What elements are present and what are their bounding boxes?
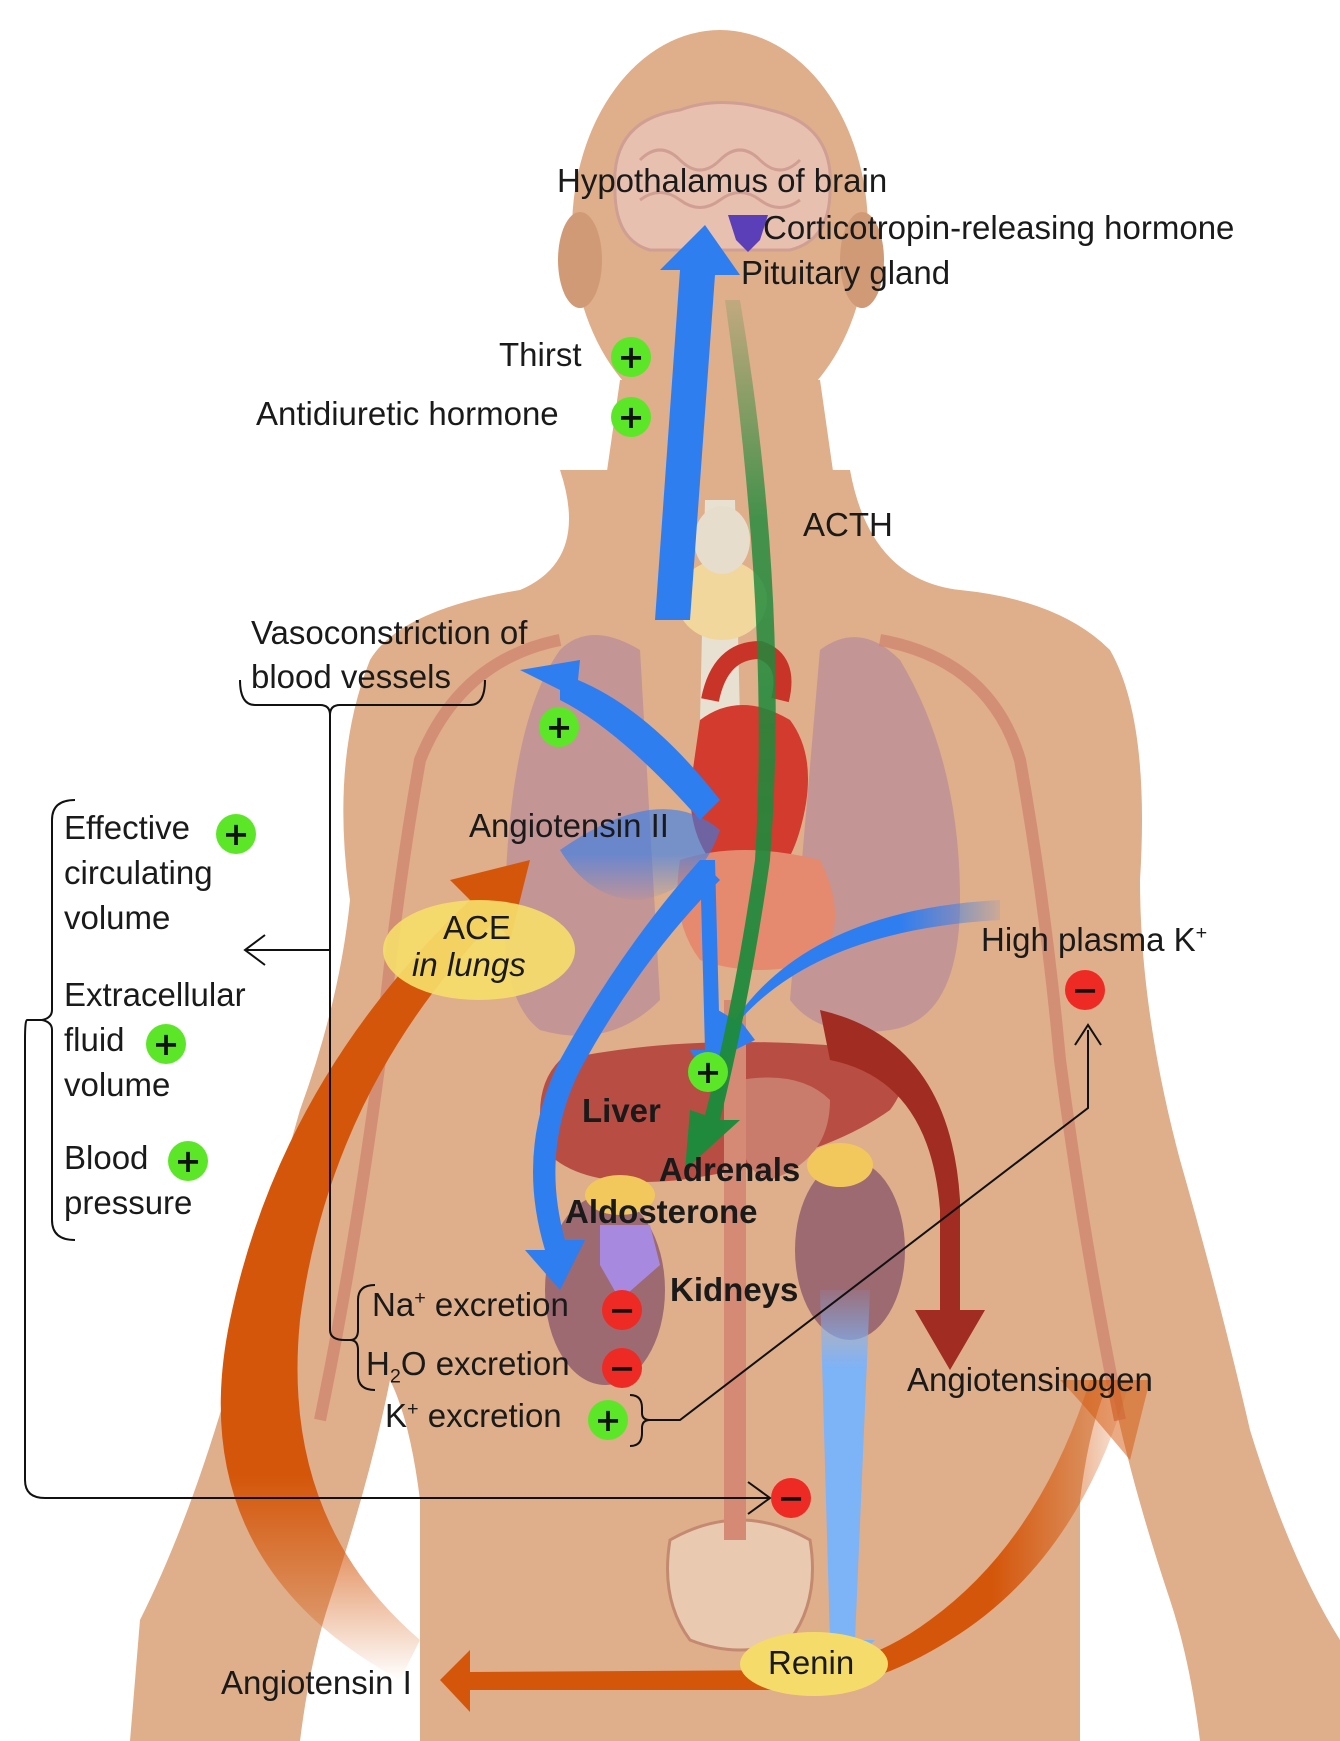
liver-label: Liver: [582, 1092, 661, 1129]
effective-plus-badge: +: [216, 814, 256, 854]
heart: [690, 705, 808, 885]
crh-label: Corticotropin-releasing hormone: [763, 209, 1235, 246]
effective-label-2: circulating: [64, 854, 213, 891]
angiotensin1-label: Angiotensin I: [221, 1664, 412, 1701]
ace-ellipse: [383, 900, 575, 1000]
ear-left: [558, 212, 602, 308]
brain: [613, 101, 832, 252]
h2o-sub: 2: [389, 1365, 401, 1388]
arrow-angiotensin2-to-kidneys: [525, 860, 720, 1290]
arrow-angiotensin2-to-adrenals: [690, 860, 735, 1085]
ecf-label-1: Extracellular: [64, 976, 246, 1013]
ecf-label-2: fluid: [64, 1021, 125, 1058]
aldosterone-marker: [600, 1225, 660, 1300]
arrow-kidneys-to-renin: [810, 1290, 875, 1680]
larynx: [694, 506, 750, 574]
renin-label: Renin: [768, 1644, 855, 1681]
adrenal-plus-badge: +: [688, 1052, 728, 1092]
ecf-plus-badge: +: [146, 1024, 186, 1064]
h2o-excretion-label: H2O excretion: [366, 1345, 570, 1386]
angiotensinogen-label: Angiotensinogen: [907, 1361, 1153, 1398]
bp-label-2: pressure: [64, 1184, 193, 1221]
arrow-acth: [685, 300, 776, 1170]
adh-plus-badge: +: [611, 397, 651, 437]
na-sup: +: [414, 1287, 426, 1309]
hypothalamus-label: Hypothalamus of brain: [557, 162, 888, 199]
high-k-minus-badge: −: [1065, 970, 1105, 1010]
vaso-label-2: blood vessels: [251, 658, 451, 695]
h2o-text: H: [366, 1345, 390, 1382]
acth-label: ACTH: [803, 506, 893, 543]
na-text: Na: [372, 1286, 415, 1323]
angiotensin2-label: Angiotensin II: [469, 807, 669, 844]
arrow-renin-to-angiotensin1: [440, 1380, 1130, 1712]
arrow-vasoconstriction: [520, 660, 720, 820]
high-k-sup: +: [1195, 922, 1208, 944]
adrenals-label: Adrenals: [659, 1151, 801, 1188]
neck: [600, 380, 840, 520]
na-excretion-label: Na+ excretion: [372, 1286, 569, 1323]
kidneys-label: Kidneys: [670, 1271, 799, 1308]
high-k-label: High plasma K+: [981, 921, 1208, 958]
brain-folds: [638, 148, 802, 209]
arrow-crh: [728, 215, 768, 252]
aldosterone-label: Aldosterone: [565, 1193, 758, 1230]
renin-ellipse: [740, 1632, 888, 1696]
arrow-angiotensinogen-fade: [1060, 1380, 1150, 1460]
na-h2o-bracket: [349, 1284, 376, 1391]
thirst-label: Thirst: [499, 336, 582, 373]
artery-right-arm: [878, 634, 1126, 1422]
h2o-rest: O excretion: [400, 1345, 570, 1382]
k-to-high-k-line: [650, 1023, 1102, 1421]
ecf-label-3: volume: [64, 1066, 171, 1103]
vaso-label-1: Vasoconstriction of: [251, 614, 528, 651]
h2o-minus-badge: −: [602, 1348, 642, 1388]
stomach: [738, 1077, 830, 1180]
bp-plus-badge: +: [168, 1141, 208, 1181]
k-text: K: [385, 1397, 408, 1434]
k-sup: +: [407, 1398, 419, 1420]
arrow-angiotensin2-source: [560, 809, 720, 900]
pituitary-label: Pituitary gland: [741, 254, 951, 291]
effective-label-3: volume: [64, 899, 171, 936]
thyroid: [677, 560, 767, 640]
ear-right: [840, 212, 884, 308]
effective-arrow: [243, 934, 330, 966]
vaso-plus-badge: +: [539, 707, 579, 747]
na-rest: excretion: [425, 1286, 569, 1323]
renin-minus-badge: −: [771, 1478, 811, 1518]
effective-label-1: Effective: [64, 809, 190, 846]
thirst-plus-badge: +: [611, 337, 651, 377]
bp-label-1: Blood: [64, 1139, 149, 1176]
adh-label: Antidiuretic hormone: [256, 395, 559, 432]
adrenal-left: [585, 1175, 655, 1215]
arrow-high-k-to-adrenals: [715, 900, 1000, 1060]
k-excretion-label: K+ excretion: [385, 1397, 562, 1434]
vaso-down-line: [329, 715, 350, 1341]
arrow-liver-to-angiotensinogen: [820, 1010, 985, 1370]
k-plus-badge: +: [588, 1400, 628, 1440]
left-feedback: [24, 1019, 772, 1515]
ace-label: ACE: [443, 909, 511, 946]
arrows: [220, 215, 1150, 1712]
k-rest: excretion: [418, 1397, 562, 1434]
high-k-text: High plasma K: [981, 921, 1196, 958]
ace-in-lungs-label: in lungs: [412, 946, 526, 983]
feedback-lines: [24, 679, 1102, 1515]
arrow-to-hypothalamus: [655, 225, 740, 620]
adrenal-right: [807, 1143, 873, 1187]
na-minus-badge: −: [602, 1290, 642, 1330]
arrow-angiotensin1-to-ace: [220, 860, 531, 1680]
